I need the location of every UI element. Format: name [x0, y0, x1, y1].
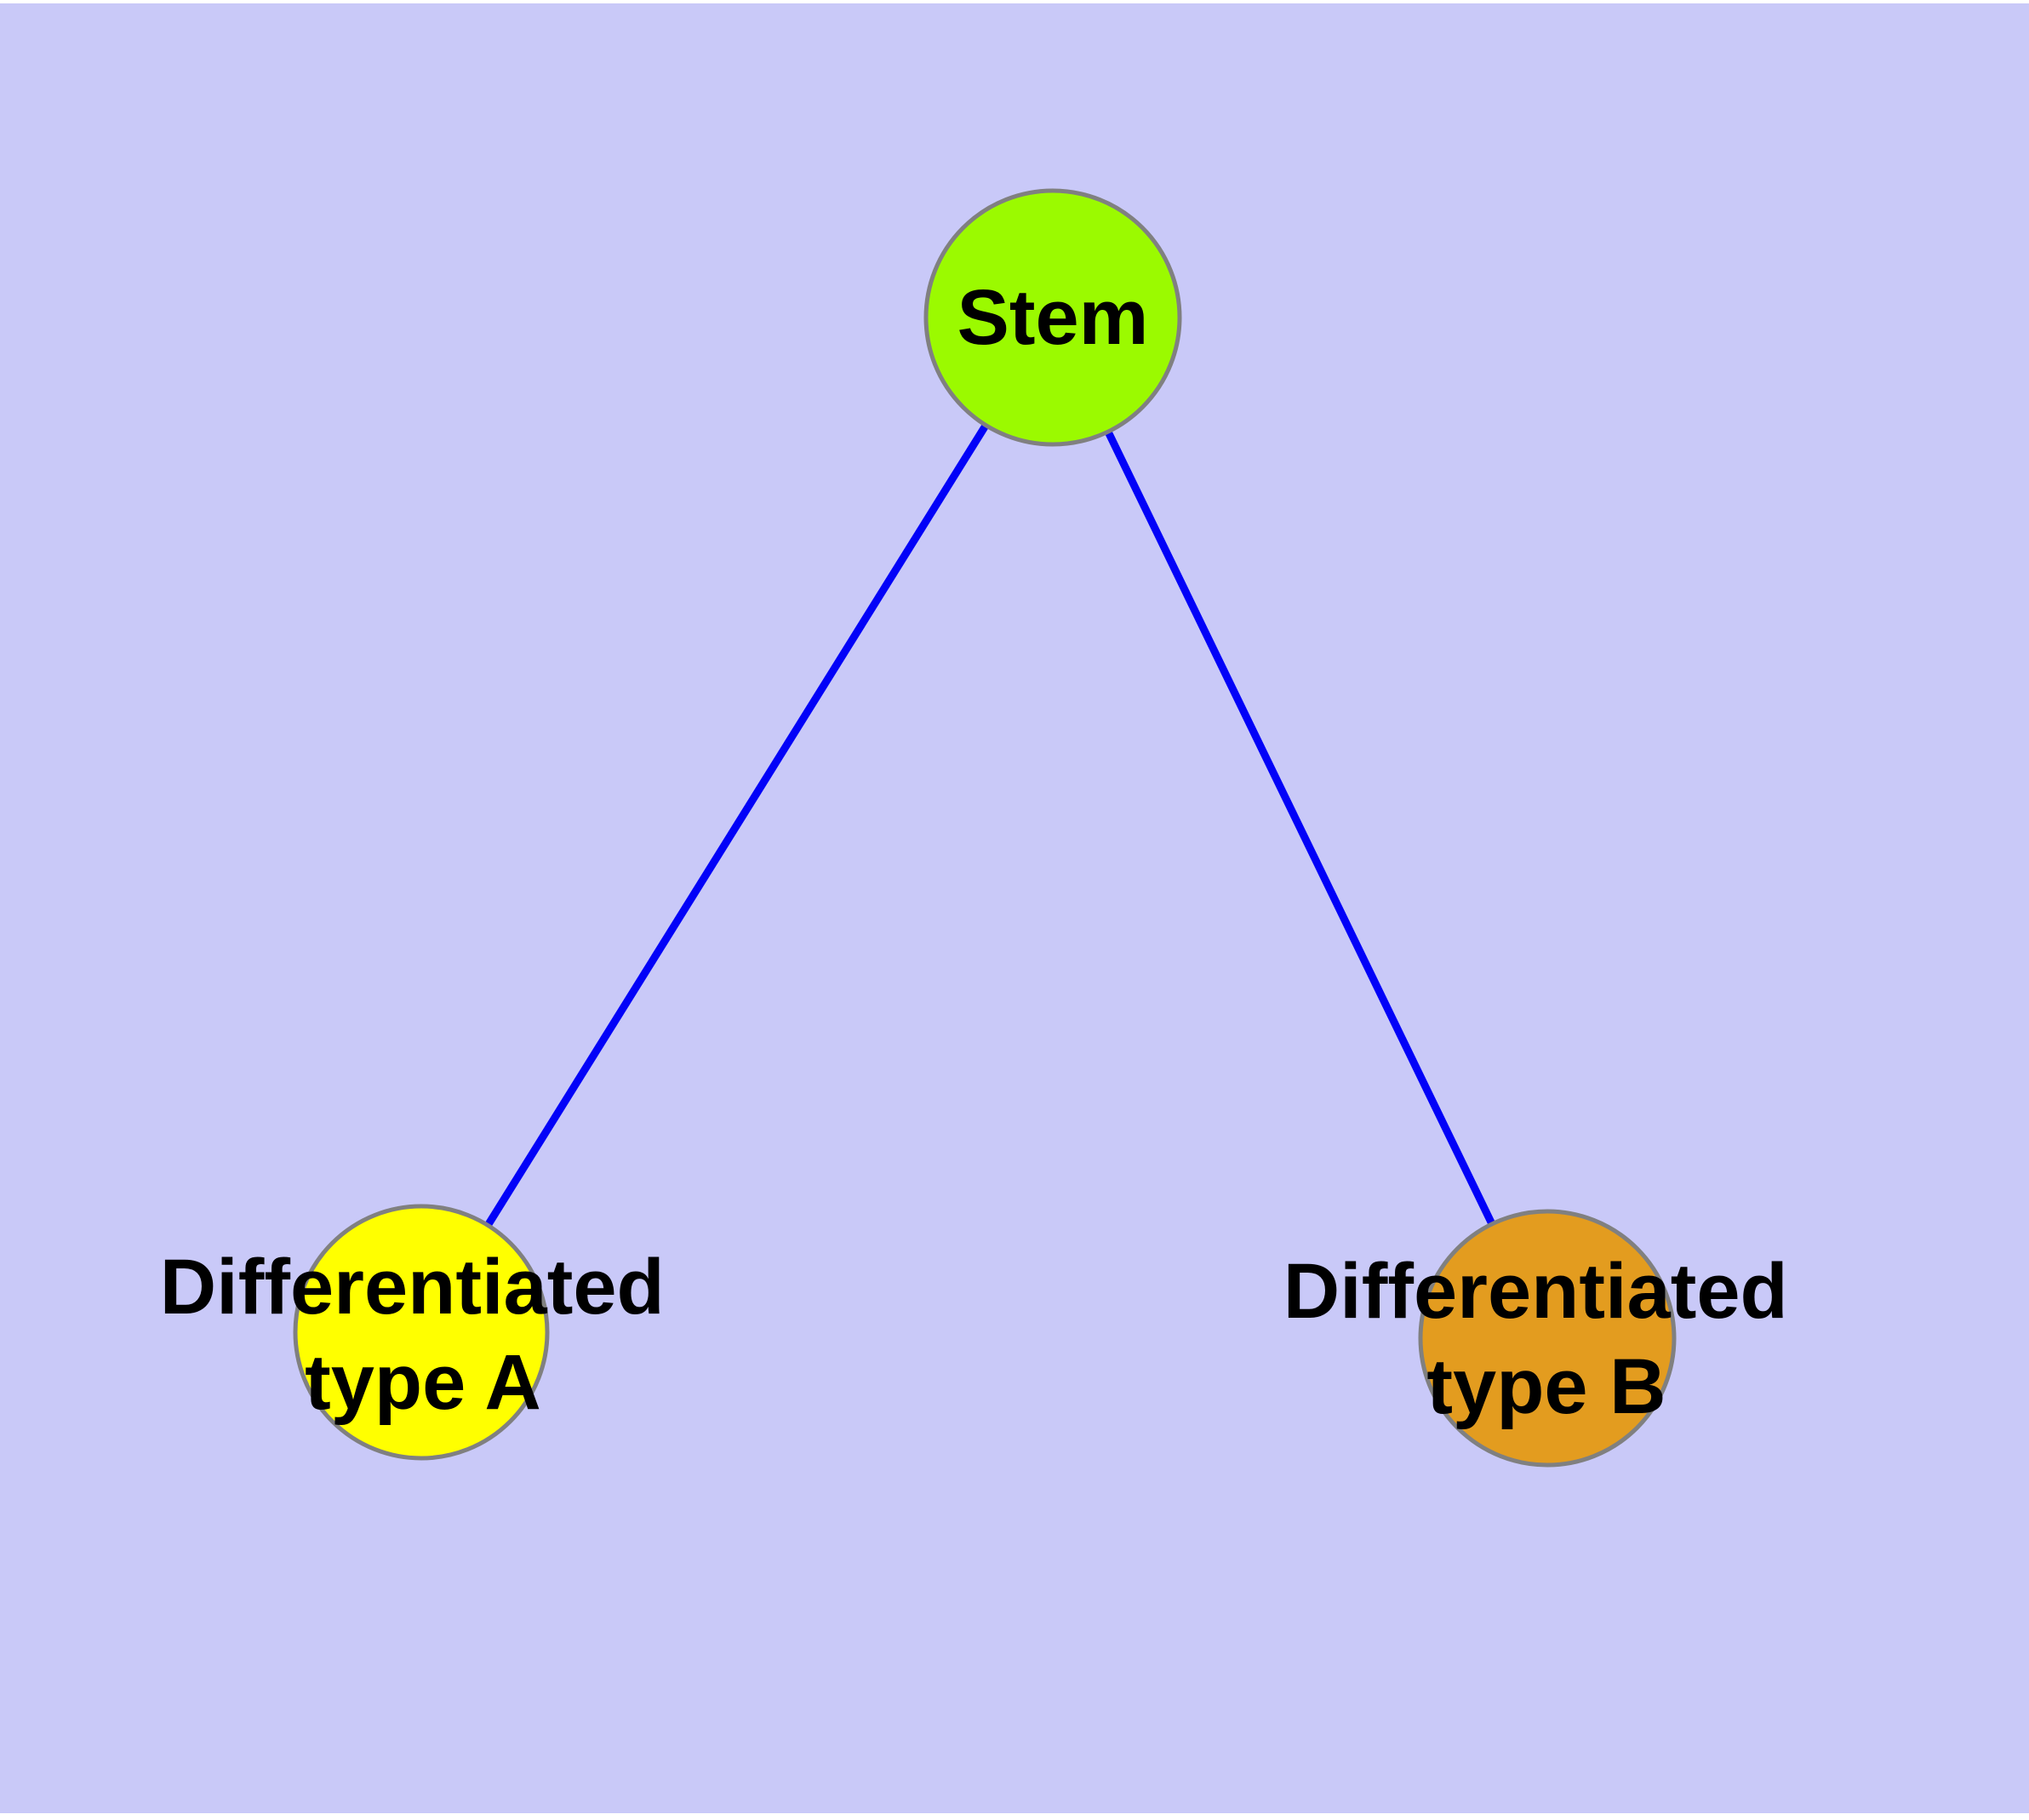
node-type-a-label-line1: Differentiated	[160, 1244, 665, 1331]
node-type-b-label-line1: Differentiated	[1283, 1248, 1788, 1335]
edge-stem-to-type-b	[1049, 316, 1552, 1340]
node-type-b-label: Differentiated type B	[1283, 1222, 1810, 1430]
node-differentiated-type-b	[1418, 1209, 1677, 1468]
node-type-a-label: Differentiated type A	[160, 1217, 687, 1426]
node-type-b-label-line2: type B	[1426, 1343, 1666, 1430]
node-differentiated-type-a	[293, 1204, 550, 1461]
edge-stem-to-type-a	[418, 315, 1056, 1335]
node-type-a-label-line2: type A	[305, 1339, 541, 1426]
node-stem	[923, 188, 1182, 447]
node-stem-label: Stem	[957, 274, 1149, 361]
